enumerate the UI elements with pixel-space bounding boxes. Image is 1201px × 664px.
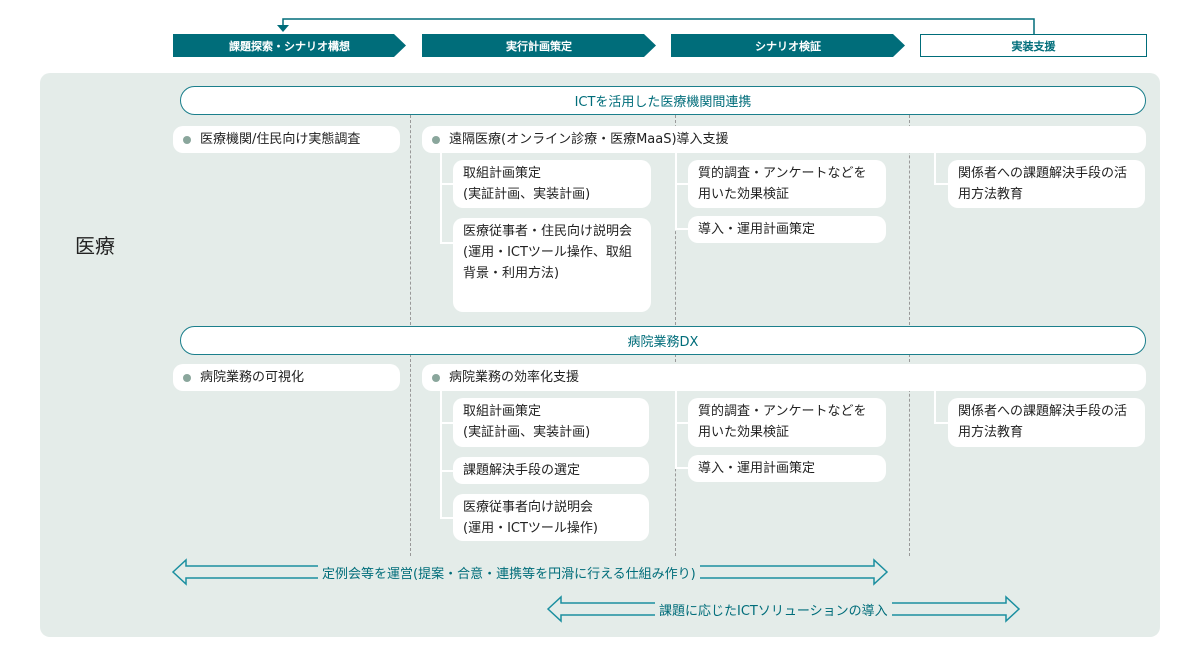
bullet-icon (432, 373, 440, 382)
sub-item: 課題解決手段の選定 (453, 457, 649, 484)
item-text: 医療機関/住民向け実態調査 (200, 132, 361, 147)
divider (909, 115, 910, 325)
list-item: 遠隔医療(オンライン診療・医療MaaS)導入支援 (422, 126, 1146, 153)
sub-item: 質的調査・アンケートなどを用いた効果検証 (688, 398, 886, 447)
bullet-icon (432, 135, 440, 144)
divider (410, 115, 411, 325)
section-title-ict-collab: ICTを活用した医療機関間連携 (180, 86, 1146, 115)
section-title-hospital-dx: 病院業務DX (180, 326, 1146, 355)
category-label: 医療 (75, 234, 115, 258)
double-arrow-icon (171, 558, 1021, 623)
bullet-icon (183, 373, 191, 382)
sub-item: 導入・運用計画策定 (688, 455, 886, 482)
sub-item: 質的調査・アンケートなどを用いた効果検証 (688, 160, 886, 208)
sub-item: 関係者への課題解決手段の活用方法教育 (948, 160, 1145, 208)
step-scenario-verification: シナリオ検証 (671, 34, 905, 57)
list-item: 病院業務の可視化 (173, 364, 400, 391)
arrow-label-ict-solution: 課題に応じたICTソリューションの導入 (655, 600, 892, 619)
step-implementation-support: 実装支援 (920, 34, 1147, 57)
sub-item: 取組計画策定 (実証計画、実装計画) (453, 398, 649, 447)
step-scenario-concept: 課題探索・シナリオ構想 (173, 34, 406, 57)
divider (410, 354, 411, 556)
sub-item: 医療従事者向け説明会 (運用・ICTツール操作) (453, 494, 649, 541)
item-text: 病院業務の効率化支援 (449, 370, 580, 385)
sub-item: 取組計画策定 (実証計画、実装計画) (453, 160, 651, 208)
step-execution-plan: 実行計画策定 (422, 34, 656, 57)
arrow-label-regular-meetings: 定例会等を運営(提案・合意・連携等を円滑に行える仕組み作り) (318, 563, 700, 582)
list-item: 病院業務の効率化支援 (422, 364, 1146, 391)
sub-item: 導入・運用計画策定 (688, 216, 886, 243)
bullet-icon (183, 135, 191, 144)
divider (909, 354, 910, 556)
item-text: 病院業務の可視化 (200, 370, 305, 385)
item-text: 遠隔医療(オンライン診療・医療MaaS)導入支援 (449, 132, 729, 147)
sub-item: 医療従事者・住民向け説明会 (運用・ICTツール操作、取組背景・利用方法) (453, 218, 651, 312)
list-item: 医療機関/住民向け実態調査 (173, 126, 400, 153)
sub-item: 関係者への課題解決手段の活用方法教育 (948, 398, 1145, 447)
feedback-loop-arrow (277, 18, 1035, 34)
